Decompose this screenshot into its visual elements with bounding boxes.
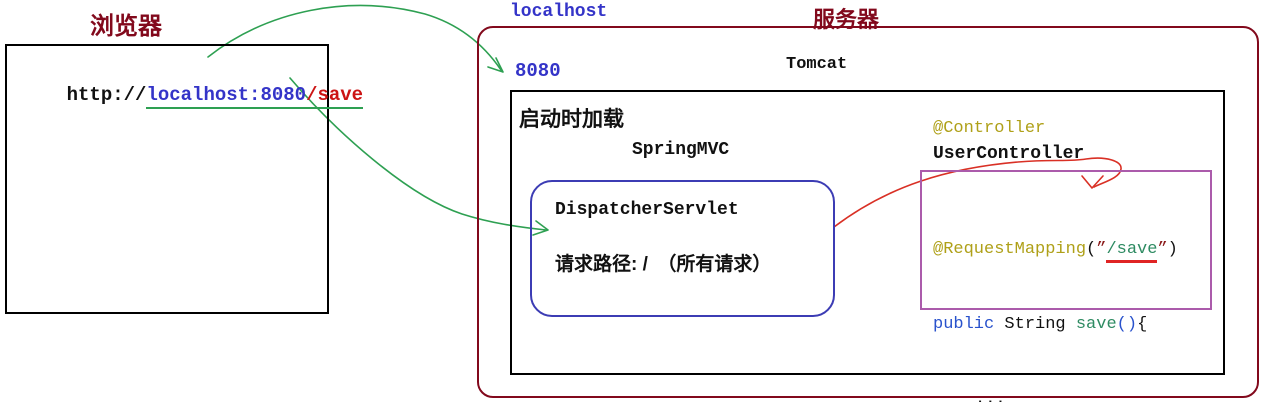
server-box xyxy=(477,26,1259,398)
method-name: save xyxy=(1075,315,1117,334)
startup-label: 启动时加载 xyxy=(519,108,624,131)
springmvc-label: SpringMVC xyxy=(632,140,730,160)
tomcat-port: 8080 xyxy=(515,60,561,82)
mapped-path[interactable]: /save xyxy=(1106,240,1158,263)
controller-class-name: UserController xyxy=(933,144,1085,164)
url-path[interactable]: /save xyxy=(306,84,364,109)
browser-title: 浏览器 xyxy=(90,13,162,40)
browser-box xyxy=(5,44,329,314)
controller-box xyxy=(920,170,1212,310)
keyword-public: public xyxy=(933,315,995,334)
controller-annotation: @Controller xyxy=(933,119,1046,138)
url-host[interactable]: localhost:8080 xyxy=(146,84,307,109)
code-line-body: ... xyxy=(975,390,1006,402)
controller-code: @RequestMapping(”/save”) public String s… xyxy=(933,187,1178,402)
dispatcher-mapping: 请求路径: / （所有请求） xyxy=(555,254,772,275)
dispatcher-servlet-box xyxy=(530,180,835,317)
code-line-method-signature: public String save(){ xyxy=(933,315,1148,334)
tomcat-label: Tomcat xyxy=(786,55,848,74)
dispatcher-servlet-name: DispatcherServlet xyxy=(555,200,739,220)
server-host-label: localhost xyxy=(510,2,608,22)
request-mapping-annotation: @RequestMapping xyxy=(933,240,1087,259)
webapp-box xyxy=(510,90,1225,375)
code-line-request-mapping: @RequestMapping(”/save”) xyxy=(933,237,1178,263)
url-text: http://localhost:8080/save xyxy=(21,62,364,128)
url-prefix: http:// xyxy=(66,84,147,106)
